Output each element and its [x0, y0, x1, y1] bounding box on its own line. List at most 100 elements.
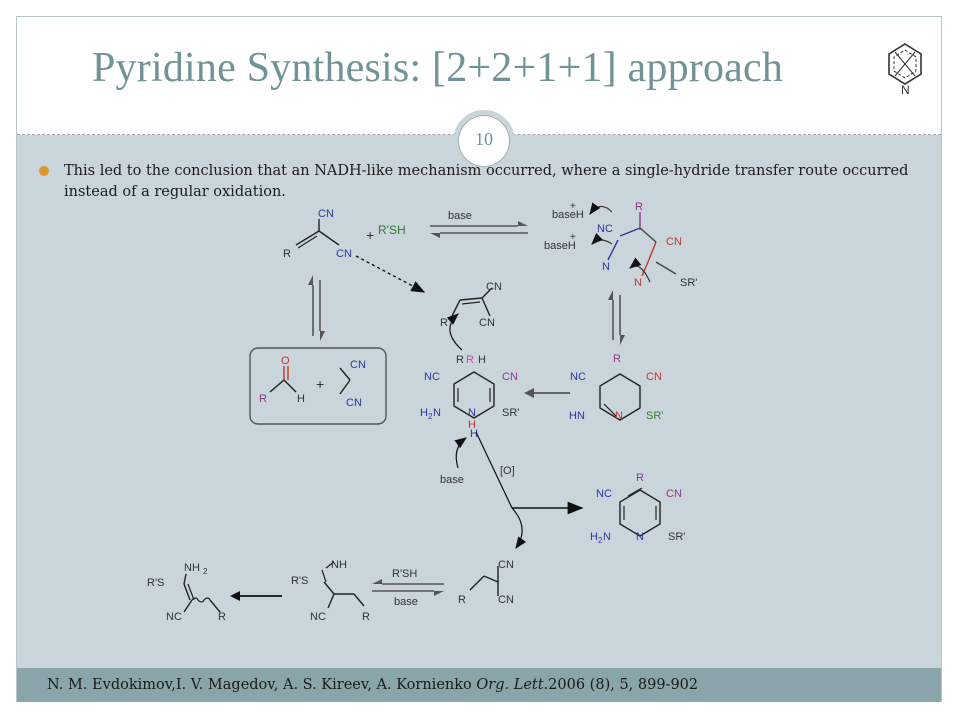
thioimidate-r: R [362, 611, 370, 623]
citation-footer: N. M. Evdokimov,I. V. Magedov, A. S. Kir… [17, 668, 941, 702]
dhp-nc: NC [424, 371, 440, 383]
dhp-sr: SR' [502, 407, 519, 419]
imino-hn: HN [569, 410, 585, 422]
dhp-h2n-sub: 2 [428, 412, 433, 421]
malononitrile-cn-2: CN [346, 397, 362, 409]
equilibrium-arrows-right [608, 290, 625, 345]
alkyl-r: R [458, 594, 466, 606]
adduct-nc: NC [597, 223, 613, 235]
plus-charge-2: + [570, 232, 576, 243]
dhp-h2n-n: N [433, 407, 441, 419]
imino-cn: CN [646, 371, 662, 383]
baseh-label-1: baseH [552, 209, 584, 221]
regen-cn-2: CN [479, 317, 495, 329]
dhp-cn: CN [502, 371, 518, 383]
pyridine-cn: CN [666, 488, 682, 500]
enamine-r: R [218, 611, 226, 623]
dotted-transfer-arrow [355, 255, 426, 293]
alkylidene-r: R [283, 248, 291, 260]
enamine-nh2-sub: 2 [203, 567, 208, 576]
equilibrium-arrows-top: base [430, 210, 528, 238]
malononitrile-cn-1: CN [350, 359, 366, 371]
oxidant-label: [O] [500, 465, 515, 477]
thioimidate-nh: NH [331, 559, 347, 571]
bullet-text: This led to the conclusion that an NADH-… [64, 163, 909, 200]
pyridine-sr: SR' [668, 531, 685, 543]
plus-charge-1: + [570, 201, 576, 212]
starting-materials-box: O R H + CN CN [249, 347, 387, 425]
thioimidate-nc: NC [310, 611, 326, 623]
plus-sign-1: + [366, 227, 374, 243]
adduct-r: R [635, 201, 643, 213]
slide-title: Pyridine Synthesis: [2+2+1+1] approach [92, 45, 784, 91]
dhp-h: H [478, 354, 486, 366]
adduct-n-red: N [634, 277, 642, 289]
tautomerization-arrow [230, 591, 282, 601]
pyridine-nc: NC [596, 488, 612, 500]
pyridine-product: R NC CN H 2 N N SR' [590, 472, 685, 545]
imino-sr: SR' [646, 410, 663, 422]
dhp-r: R [466, 354, 474, 366]
thiol-reagent: R'SH [378, 223, 406, 237]
alkylidene-cn-1: CN [318, 208, 334, 220]
regen-r: R [440, 317, 448, 329]
regen-cn-1: CN [486, 281, 502, 293]
aldehyde-o: O [281, 355, 290, 367]
thioimidate: NH R'S NC R [291, 559, 370, 623]
pyridine-h2n: H [590, 531, 598, 543]
base-label-top: base [448, 210, 472, 222]
base-oxidation-step: base [O] [440, 431, 584, 549]
thioimidate-rs: R'S [291, 575, 308, 587]
page-number-badge: 10 [453, 110, 515, 172]
equilibrium-arrows-bottom: R'SH base [372, 568, 444, 608]
dhp-r2: R [456, 354, 464, 366]
citation-text: N. M. Evdokimov,I. V. Magedov, A. S. Kir… [47, 677, 698, 693]
aldehyde-r: R [259, 393, 267, 405]
dhp-n: N [468, 407, 476, 419]
pyridine-logo-icon: N [888, 43, 922, 96]
baseh-label-2: baseH [544, 240, 576, 252]
dhp-nh-blue: H [470, 428, 478, 440]
pyridine-h2n-n: N [603, 531, 611, 543]
alkyl-cn-2: CN [498, 594, 514, 606]
imino-intermediate: R NC CN HN N SR' [569, 353, 663, 422]
content-area [17, 135, 941, 668]
bullet-marker [39, 166, 49, 176]
imino-r: R [613, 353, 621, 365]
enamine-nc: NC [166, 611, 182, 623]
base-label-mid: base [440, 474, 464, 486]
cyclization-arrow [524, 388, 570, 398]
page-number: 10 [475, 129, 493, 149]
citation-journal: Org. Lett. [476, 677, 549, 693]
enamine-rs: R'S [147, 577, 164, 589]
citation-details: 2006 (8), 5, 899-902 [548, 677, 699, 693]
citation-authors: N. M. Evdokimov,I. V. Magedov, A. S. Kir… [47, 677, 477, 693]
thiol-label-bottom: R'SH [392, 568, 417, 580]
imino-nc: NC [570, 371, 586, 383]
equilibrium-arrows-left [308, 275, 325, 341]
adduct-cn: CN [666, 236, 682, 248]
michael-adduct: baseH + baseH + R NC N CN N SR' [544, 201, 697, 289]
pyridine-h2n-sub: 2 [598, 536, 603, 545]
pyridine-n: N [636, 531, 644, 543]
alkyl-cn-1: CN [498, 559, 514, 571]
imino-n: N [615, 410, 623, 422]
pyridine-r: R [636, 472, 644, 484]
plus-sign-2: + [316, 376, 324, 392]
enamine: NH 2 R'S NC R [147, 562, 226, 623]
adduct-n: N [602, 261, 610, 273]
enamine-nh2: NH [184, 562, 200, 574]
dhp-h2n: H [420, 407, 428, 419]
alkylidene-cn-2: CN [336, 248, 352, 260]
dhp-nh-red: H [468, 419, 476, 431]
aldehyde-h: H [297, 393, 305, 405]
regenerated-alkylidene: CN R CN [440, 281, 502, 351]
alkylidene-reactant: CN R CN + R'SH [283, 208, 406, 260]
logo-n-label: N [901, 83, 910, 96]
dihydropyridine: R H R NC CN H 2 N N SR' H H [420, 354, 519, 440]
base-label-bottom: base [394, 596, 418, 608]
alkyl-malononitrile: CN R CN [458, 559, 514, 606]
adduct-sr: SR' [680, 277, 697, 289]
